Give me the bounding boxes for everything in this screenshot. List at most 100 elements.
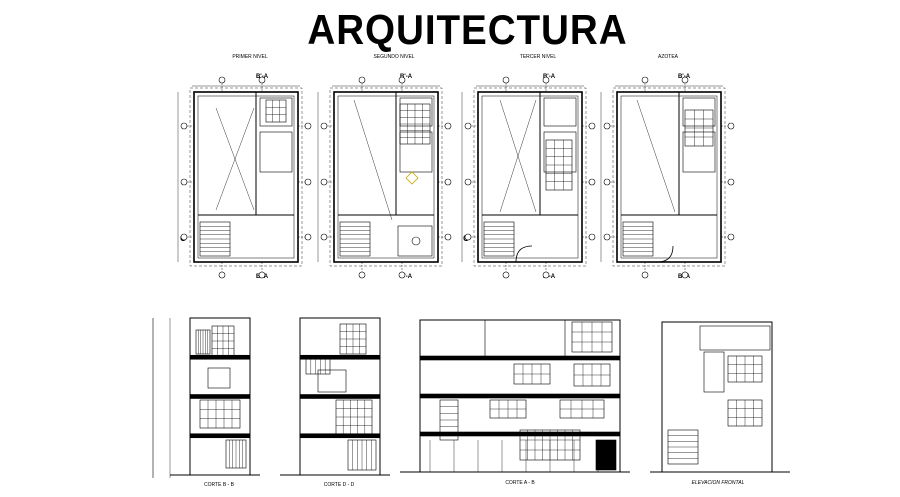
axis-bubble (258, 76, 266, 84)
axis-bubble (727, 233, 735, 241)
axis-bubble (320, 178, 328, 186)
plan-stair (199, 221, 231, 257)
section-stair (225, 439, 247, 469)
axis-bubble (641, 76, 649, 84)
slab (419, 393, 621, 399)
axis-bubble (464, 233, 472, 241)
room-box (259, 131, 293, 173)
axis-bubble (180, 233, 188, 241)
slab (299, 354, 381, 360)
axis-bubble (304, 233, 312, 241)
floor-plan-2 (317, 76, 452, 279)
axis-bubble (588, 178, 596, 186)
projection-outline (329, 87, 443, 267)
axis-bubble (603, 122, 611, 130)
axis-bubble (304, 122, 312, 130)
axis-bubble (641, 271, 649, 279)
axis-bubble (444, 122, 452, 130)
plan-label-3: TERCER NIVEL (519, 54, 557, 60)
slab (189, 354, 251, 360)
sheet-title: ARQUITECTURA (307, 6, 628, 53)
open-space-diagonal (636, 99, 676, 213)
curved-wall (656, 245, 674, 263)
axis-bubble (681, 76, 689, 84)
axis-bubble (320, 122, 328, 130)
axis-bubble (180, 178, 188, 186)
elevation-outline (661, 321, 773, 473)
section-label-bb: CORTE B - B (204, 482, 234, 488)
room-box (397, 225, 433, 257)
room-box (543, 131, 577, 173)
axis-bubble (464, 178, 472, 186)
plan-3-top-cut: B'-A (542, 74, 556, 80)
axis-bubble (320, 233, 328, 241)
axis-bubble (727, 178, 735, 186)
section-stair (195, 329, 211, 355)
open-space-diagonal (499, 99, 537, 213)
plan-label-4: AZOTEA (657, 54, 679, 60)
window-grid (335, 399, 373, 435)
plan-stair (339, 221, 371, 257)
bathroom-tiles (265, 99, 287, 123)
floor-plan-1 (177, 76, 312, 279)
bathroom-tiles (545, 139, 573, 191)
axis-bubble (398, 271, 406, 279)
plan-outer-wall (616, 91, 722, 263)
slab (299, 394, 381, 399)
section-bb (152, 317, 260, 478)
axis-bubble (542, 271, 550, 279)
roof-parapet (484, 319, 566, 359)
slab (299, 433, 381, 439)
axis-bubble (588, 122, 596, 130)
front-elevation (650, 321, 790, 473)
axis-bubble (542, 76, 550, 84)
grid-frame (199, 399, 241, 429)
section-stair (347, 439, 377, 471)
section-dd (280, 317, 390, 476)
slab (189, 394, 251, 399)
room-box (682, 97, 716, 127)
elevation-window (727, 355, 763, 383)
room-box (543, 97, 577, 127)
highlight-marker (405, 171, 419, 185)
plan-2-bottom-cut: B'-A (399, 274, 413, 280)
axis-bubble (727, 122, 735, 130)
sections-and-elevation (152, 317, 790, 478)
axis-bubble (681, 271, 689, 279)
projection-outline (473, 87, 587, 267)
plan-label-1: PRIMER NIVEL (232, 54, 268, 60)
window-grid (513, 363, 551, 385)
roof-tiles (684, 109, 714, 147)
plan-stair (483, 221, 515, 257)
plan-inner-line (337, 95, 435, 259)
round-table (411, 236, 421, 246)
axis-bubble (502, 271, 510, 279)
plan-inner-line (620, 95, 718, 259)
axis-bubble (358, 76, 366, 84)
room-box (399, 97, 433, 127)
room-box (259, 97, 293, 127)
plan-inner-line (197, 95, 295, 259)
window-grid (339, 323, 367, 355)
grid-frame (265, 99, 287, 123)
window-grid (199, 399, 241, 429)
window-grid (573, 363, 611, 387)
projection-outline (612, 87, 726, 267)
window-grid (571, 321, 613, 353)
elevation-band (699, 325, 771, 351)
axis-bubble (358, 271, 366, 279)
axis-bubble (218, 76, 226, 84)
section-ab (400, 319, 630, 473)
section-label-dd: CORTE D - D (323, 482, 355, 488)
axis-bubble (444, 178, 452, 186)
kitchen-tiles (399, 103, 431, 145)
axis-bubble (258, 271, 266, 279)
plan-outer-wall (193, 91, 299, 263)
elevation-stair (667, 429, 699, 465)
axis-bubble (603, 233, 611, 241)
open-space-diagonal (353, 99, 393, 221)
window-grid (211, 325, 235, 357)
elevation-panel (703, 351, 725, 393)
axis-bubble (502, 76, 510, 84)
